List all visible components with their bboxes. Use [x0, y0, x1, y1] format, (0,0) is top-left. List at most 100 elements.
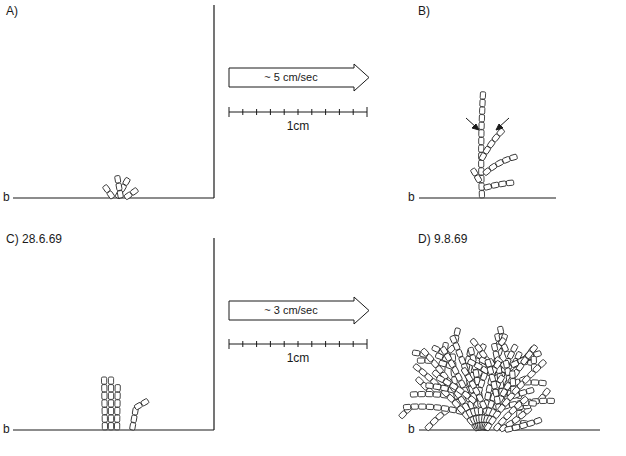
algal-cell	[108, 415, 113, 422]
algal-cell	[510, 371, 516, 379]
scale-tick	[325, 341, 326, 347]
substrate-mark: b	[408, 422, 415, 436]
algal-cell	[131, 415, 137, 423]
algal-cell	[115, 392, 120, 399]
algal-cell	[130, 187, 139, 195]
wall-line	[213, 238, 214, 430]
algal-cell	[410, 392, 418, 398]
algal-cell	[398, 410, 407, 419]
algal-cell	[108, 423, 113, 430]
scale-tick	[256, 341, 257, 347]
algal-cell	[497, 326, 504, 334]
scale-tick	[242, 109, 243, 115]
panel-letter: D) 9.8.69	[418, 232, 467, 246]
scale-tick	[353, 109, 354, 115]
algal-cell	[415, 376, 424, 385]
flow-speed: ~ 3 cm/sec	[228, 304, 354, 317]
algal-cell	[519, 422, 527, 429]
algal-cell	[531, 380, 538, 386]
scale-tick	[284, 109, 285, 115]
algal-cell	[485, 359, 492, 367]
algal-cell	[480, 99, 486, 106]
scale-label: 1cm	[287, 351, 310, 365]
scale-tick	[256, 109, 257, 115]
algal-cell	[484, 184, 492, 191]
algal-cell	[540, 398, 547, 403]
scale-tick	[367, 339, 368, 349]
algal-cell	[115, 385, 120, 392]
algal-cell	[418, 391, 425, 396]
algal-cell	[114, 423, 119, 430]
algal-cell	[461, 367, 469, 376]
algal-cell	[108, 400, 113, 407]
algal-cell	[491, 381, 498, 389]
algal-cell	[431, 345, 440, 353]
algal-cell	[480, 92, 486, 99]
algal-cell	[102, 423, 107, 430]
algal-cell	[102, 392, 107, 399]
scale-tick	[242, 341, 243, 347]
arrow-head	[496, 124, 503, 130]
panel-letter: B)	[418, 4, 430, 18]
algal-cell	[108, 407, 113, 414]
algal-cell	[470, 338, 479, 347]
algal-cell	[450, 335, 458, 344]
algal-cell	[440, 346, 448, 355]
algal-cell	[434, 405, 442, 411]
algal-cell	[531, 356, 537, 363]
algal-cell	[102, 400, 107, 407]
algal-cell	[115, 407, 120, 414]
algal-cell	[491, 343, 498, 351]
algal-cell	[115, 190, 123, 199]
algal-cell	[493, 389, 500, 397]
algal-cell	[509, 154, 517, 161]
algal-cell	[117, 190, 123, 198]
algal-cell	[510, 344, 518, 353]
scale-tick	[353, 341, 354, 347]
algal-cell	[425, 422, 434, 431]
algal-cell	[493, 360, 501, 369]
algal-cell	[529, 344, 538, 353]
algal-cell	[494, 396, 500, 404]
algal-cell	[468, 347, 475, 355]
algal-cell	[433, 384, 441, 390]
algal-cell	[115, 400, 120, 407]
substrate-mark: b	[3, 190, 10, 204]
scale-tick	[298, 341, 299, 347]
scale-tick	[229, 339, 230, 349]
algal-cell	[479, 122, 484, 129]
algal-cell	[116, 183, 122, 191]
algal-cell	[467, 359, 476, 367]
algal-cell	[526, 387, 534, 394]
algal-cell	[115, 175, 121, 183]
algal-cell	[505, 426, 513, 433]
algal-cell	[512, 424, 520, 431]
algal-cell	[417, 358, 424, 363]
algal-cell	[403, 404, 411, 410]
algal-cell	[102, 385, 107, 392]
scale-tick	[298, 109, 299, 115]
algal-cell	[499, 181, 507, 187]
scale-tick	[339, 109, 340, 115]
scale-tick	[339, 341, 340, 347]
panel-letter: A)	[6, 4, 18, 18]
algal-cell	[479, 160, 484, 167]
algal-cell	[413, 363, 422, 372]
scale-tick	[284, 341, 285, 347]
algal-cell	[479, 130, 484, 137]
algal-cell	[102, 407, 107, 414]
scale-tick	[311, 109, 312, 115]
scale-tick	[311, 341, 312, 347]
algal-cell	[473, 369, 479, 377]
algal-cell	[426, 383, 434, 389]
algal-cell	[130, 422, 136, 430]
algal-cell	[441, 405, 449, 411]
substrate-mark: b	[408, 190, 415, 204]
arrow-head	[472, 124, 479, 130]
algal-cell	[534, 417, 543, 424]
algal-cell	[538, 359, 547, 368]
algal-cell	[420, 348, 429, 357]
scale-tick	[270, 341, 271, 347]
algal-cell	[115, 415, 120, 422]
arrow-shape	[229, 64, 369, 91]
